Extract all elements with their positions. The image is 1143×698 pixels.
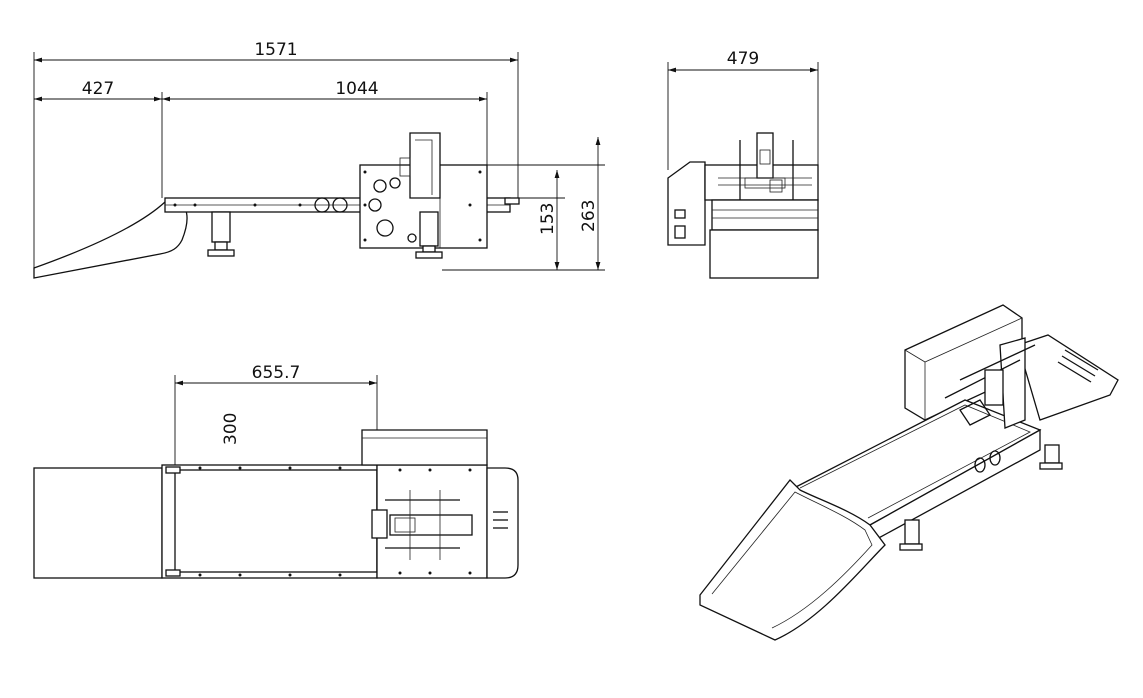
dim-label-front-width: 479: [727, 49, 759, 69]
front-side-box: [667, 161, 706, 246]
side-view: 1571 427 1044: [33, 40, 605, 279]
dim-label-overall: 1571: [254, 40, 297, 60]
iso-leg-left: [904, 519, 920, 545]
dim-label-height-total: 263: [579, 200, 599, 232]
front-lower-hopper: [709, 229, 819, 279]
dim-label-top-length: 655.7: [252, 363, 301, 383]
side-leg-left: [211, 211, 231, 243]
top-belt-frame: [161, 464, 378, 579]
dim-label-top-width: 300: [221, 413, 241, 445]
side-leg-right: [419, 211, 439, 247]
front-view: 479: [667, 49, 819, 279]
isometric-view: [699, 304, 1119, 641]
iso-chute: [699, 479, 886, 641]
dim-label-body: 1044: [335, 79, 378, 99]
top-side-box: [361, 429, 488, 466]
iso-rear-tray: [1017, 334, 1119, 421]
dim-label-height-mid: 153: [538, 203, 558, 235]
top-view: 655.7 300: [33, 363, 519, 579]
side-feeder-tower: [409, 132, 441, 199]
side-chute-outline: [33, 201, 188, 279]
top-rear-plate: [486, 467, 519, 579]
top-chute: [33, 467, 163, 579]
iso-leg-right: [1044, 444, 1060, 464]
dim-label-chute: 427: [82, 79, 114, 99]
